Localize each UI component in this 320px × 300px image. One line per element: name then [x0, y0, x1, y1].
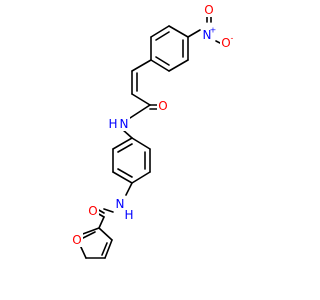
- bond: [187, 29, 201, 38]
- bond: [125, 182, 133, 196]
- bond: [129, 104, 151, 119]
- bond: [104, 239, 113, 259]
- atom-labels: N + O O - O H N N H O O: [71, 3, 234, 247]
- atom-label-nitro-o-top: O: [204, 3, 213, 17]
- atom-label-furan-o: O: [72, 233, 81, 247]
- bond-inner: [101, 242, 108, 256]
- bond-inner: [155, 31, 170, 41]
- bond: [79, 227, 100, 236]
- atom-label-amide1-n: N: [120, 117, 129, 131]
- charge-label-nitro-n: +: [210, 26, 217, 35]
- bond: [112, 137, 133, 150]
- atom-label-amide2-h: H: [124, 208, 133, 222]
- bond: [131, 137, 151, 150]
- atom-label-amide1-o: O: [158, 99, 167, 113]
- bond-inner: [155, 56, 170, 66]
- bond: [150, 59, 170, 72]
- charge-label-nitro-o-right: -: [231, 34, 234, 43]
- bond-inner: [117, 143, 133, 153]
- bond: [103, 208, 114, 213]
- bond: [150, 25, 170, 38]
- atom-label-amide2-n: N: [116, 197, 125, 211]
- bond: [131, 59, 152, 72]
- bond: [168, 59, 189, 72]
- bonds: [79, 13, 223, 259]
- bond: [98, 227, 113, 241]
- bond-inner: [117, 168, 133, 178]
- bond: [98, 216, 105, 229]
- bond: [168, 25, 189, 38]
- atom-label-amide2-o: O: [88, 204, 97, 218]
- atom-label-amide1-h: H: [108, 117, 117, 131]
- bond-inner: [82, 231, 96, 239]
- atom-label-nitro-n: N: [203, 28, 212, 42]
- atom-label-nitro-o-right: O: [221, 36, 230, 50]
- bond: [112, 171, 133, 184]
- bond: [131, 171, 151, 184]
- bond: [79, 244, 87, 259]
- molecule-diagram: N + O O - O H N N H O O: [71, 3, 234, 259]
- bond: [131, 93, 151, 106]
